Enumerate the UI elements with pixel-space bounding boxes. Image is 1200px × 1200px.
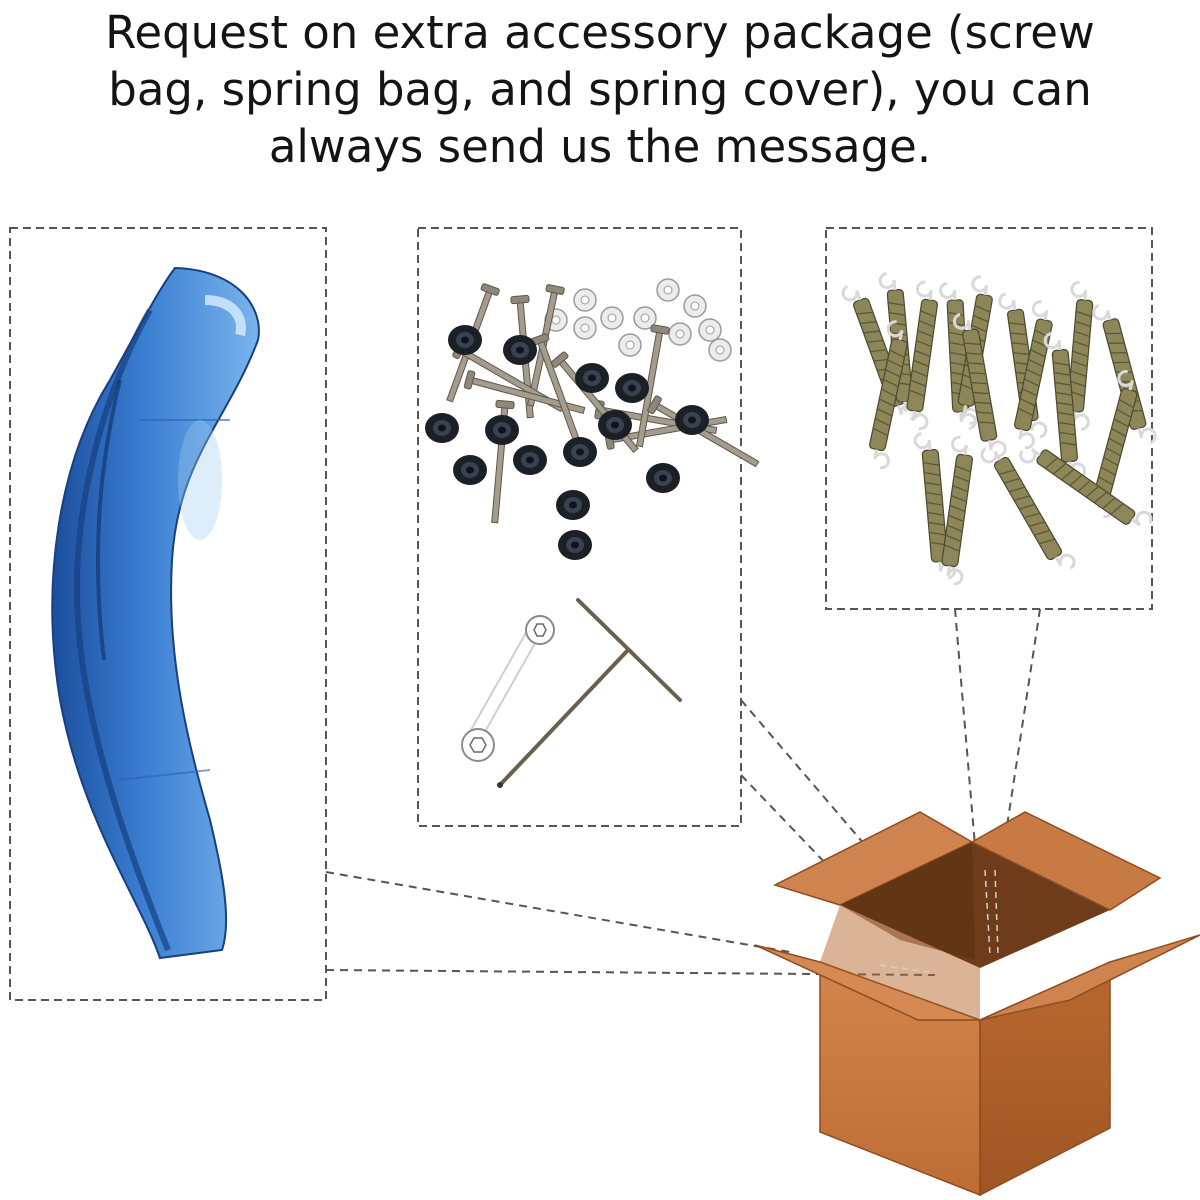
headline-line-1: Request on extra accessory package (scre… <box>105 6 1095 59</box>
connector-screws-lower <box>740 774 831 869</box>
headline: Request on extra accessory package (scre… <box>0 0 1200 174</box>
box-inner-shadow <box>840 842 975 960</box>
connector-springs-right <box>994 608 1041 906</box>
spring-cover-pad-icon <box>51 266 260 960</box>
washers <box>544 278 732 362</box>
headline-line-3: always send us the message. <box>268 120 932 173</box>
connector-springs-left <box>954 608 981 906</box>
wrench-icon <box>461 615 555 762</box>
spring-bag-panel <box>825 227 1153 610</box>
headline-line-2: bag, spring bag, and spring cover), you … <box>108 63 1092 116</box>
box-rim <box>820 905 980 1020</box>
open-cardboard-box-icon <box>754 811 1200 1197</box>
t-handle-tool-icon <box>497 598 682 788</box>
screw-bag-hardware-icon <box>425 278 763 788</box>
spring-cover-panel <box>9 227 327 1001</box>
box-back-right-flap <box>970 811 1162 911</box>
box-front-right-flap <box>979 934 1200 1021</box>
springs-icon <box>839 270 1159 587</box>
connector-cover-upper <box>325 871 791 953</box>
screw-bag-panel <box>417 227 742 827</box>
connector-screws-upper <box>740 699 866 846</box>
